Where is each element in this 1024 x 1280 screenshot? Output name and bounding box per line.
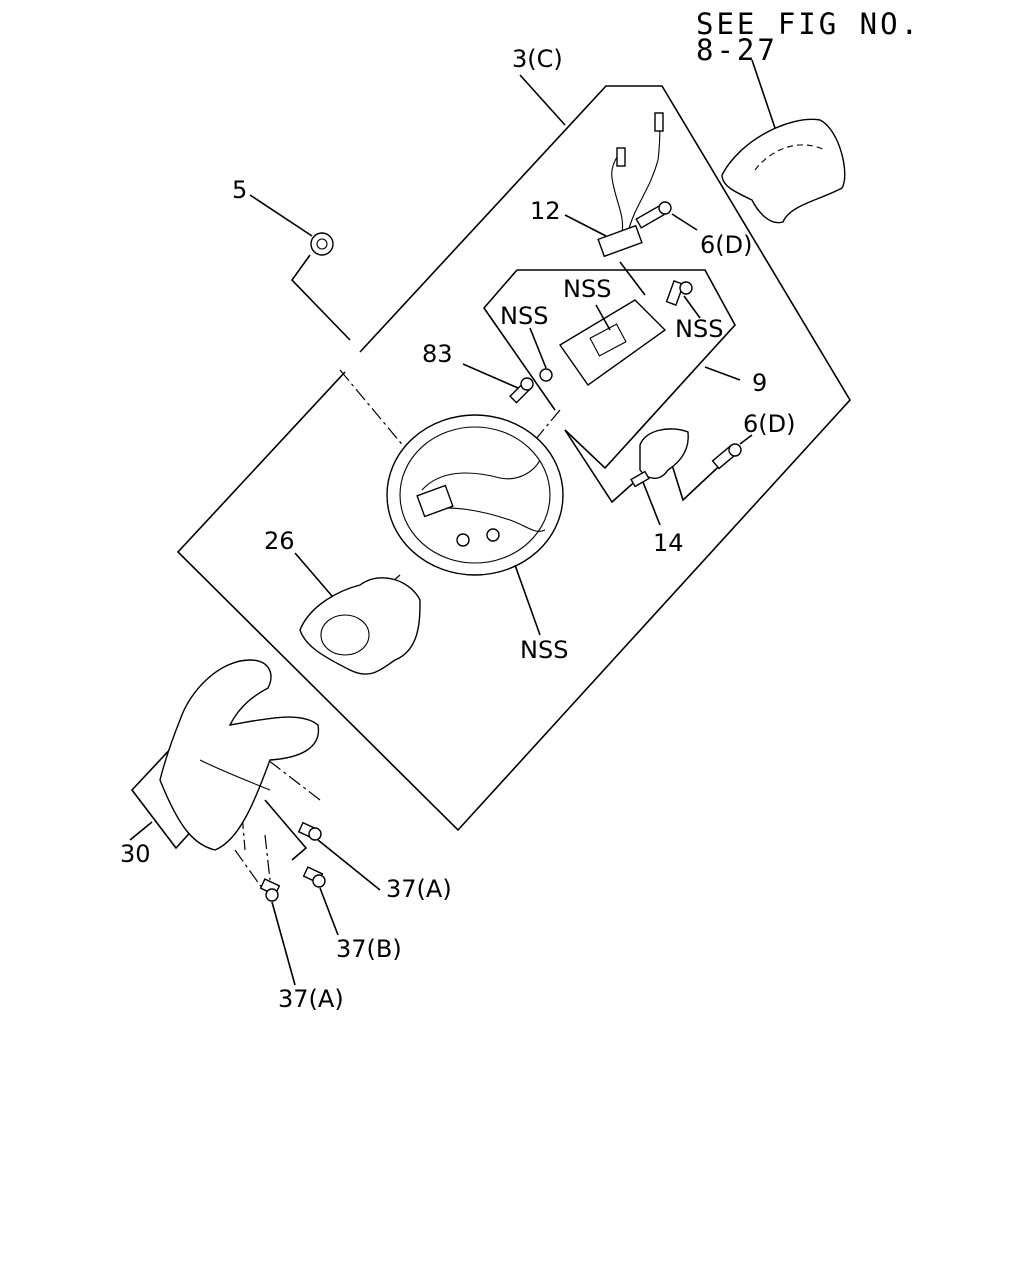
screw-83: [462, 363, 534, 404]
callout-37a-lower: 37(A): [278, 985, 344, 1013]
screw-6d-right: [711, 434, 753, 470]
callout-5: 5: [232, 176, 248, 204]
assembly-boundary-3c: [176, 85, 851, 832]
screw-6d-top: [635, 201, 698, 231]
bracket-nss: [558, 299, 667, 386]
callout-37b: 37(B): [336, 935, 402, 963]
steering-wheel: [386, 414, 564, 636]
callout-26: 26: [264, 527, 295, 555]
callout-30: 30: [120, 840, 151, 868]
callout-nss-bracket: NSS: [563, 275, 612, 303]
horn-pad-reference: [721, 59, 846, 224]
callout-nss-wheel: NSS: [520, 636, 569, 664]
callout-leaders: [129, 74, 741, 841]
wire-harness-12: [564, 112, 664, 258]
nut-5: [249, 194, 334, 256]
callout-37a-upper: 37(A): [386, 875, 452, 903]
callout-nss-left: NSS: [500, 302, 549, 330]
column-cover-30: [159, 659, 320, 851]
part-5-leader-box: [290, 254, 351, 341]
switch-14: [630, 428, 689, 526]
callout-12: 12: [530, 197, 561, 225]
callout-9: 9: [752, 369, 768, 397]
callout-nss-right: NSS: [675, 315, 724, 343]
assembly-boundary-9: [482, 261, 736, 470]
callout-6d-right: 6(D): [743, 410, 796, 438]
callout-6d-top: 6(D): [700, 231, 753, 259]
lower-cover-26: [294, 552, 421, 675]
callout-3c: 3(C): [512, 45, 563, 73]
see-fig-line-1: SEE FIG NO.: [696, 7, 922, 41]
callout-83: 83: [422, 340, 453, 368]
screws-37: [259, 821, 381, 986]
screw-nss-right: [665, 280, 701, 319]
callout-14: 14: [653, 529, 684, 557]
see-fig-line-2: 8-27: [696, 33, 778, 67]
nut-nss-left: [529, 327, 553, 382]
